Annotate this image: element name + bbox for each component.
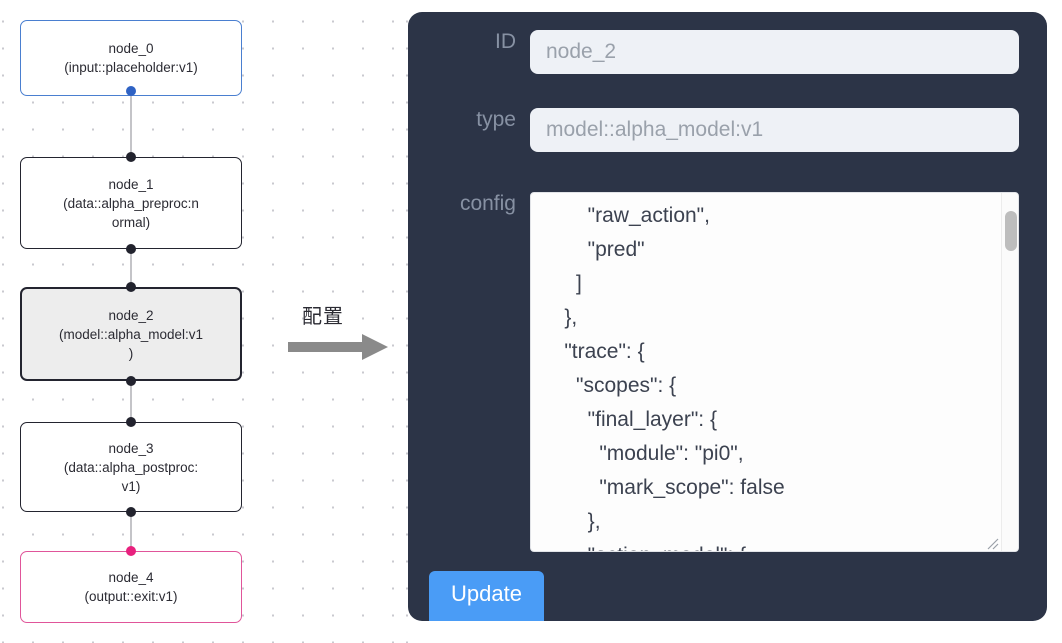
id-input[interactable] <box>530 30 1019 74</box>
config-textarea-container <box>530 192 1019 552</box>
update-button[interactable]: Update <box>429 571 544 621</box>
graph-node-label: node_0 (input::placeholder:v1) <box>64 41 198 75</box>
graph-node-node_3[interactable]: node_3 (data::alpha_postproc: v1) <box>20 422 242 512</box>
graph-node-node_0[interactable]: node_0 (input::placeholder:v1) <box>20 20 242 96</box>
graph-node-label: node_3 (data::alpha_postproc: v1) <box>63 440 199 494</box>
config-scrollbar[interactable] <box>1001 193 1018 551</box>
edge-node3-node4 <box>130 508 133 553</box>
port-node3-input[interactable] <box>126 417 136 427</box>
port-node1-input[interactable] <box>126 152 136 162</box>
port-node3-output[interactable] <box>126 507 136 517</box>
field-row-type: type <box>422 108 1019 152</box>
port-node0-output[interactable] <box>126 86 136 96</box>
edge-node0-node1 <box>130 92 133 162</box>
id-field-label: ID <box>495 30 516 53</box>
graph-node-label: node_2 (model::alpha_model:v1 ) <box>58 307 204 361</box>
graph-canvas-gutter <box>404 0 408 643</box>
graph-node-label: node_4 (output::exit:v1) <box>84 570 178 604</box>
type-input[interactable] <box>530 108 1019 152</box>
graph-node-node_1[interactable]: node_1 (data::alpha_preproc:n ormal) <box>20 157 242 249</box>
port-node4-input[interactable] <box>126 546 136 556</box>
field-row-id: ID <box>422 30 1019 74</box>
port-node2-output[interactable] <box>126 376 136 386</box>
edge-node2-node3 <box>130 377 133 427</box>
graph-node-label: node_1 (data::alpha_preproc:n ormal) <box>63 176 199 230</box>
graph-node-node_4[interactable]: node_4 (output::exit:v1) <box>20 551 242 623</box>
field-row-config: config <box>422 192 1019 552</box>
resize-handle-icon[interactable] <box>983 534 999 550</box>
config-field-label: config <box>459 192 516 215</box>
graph-node-node_2[interactable]: node_2 (model::alpha_model:v1 ) <box>20 287 242 381</box>
port-node1-output[interactable] <box>126 244 136 254</box>
edge-node1-node2 <box>130 245 133 292</box>
port-node2-input[interactable] <box>126 282 136 292</box>
type-field-label: type <box>476 108 516 131</box>
graph-canvas[interactable]: node_0 (input::placeholder:v1) node_1 (d… <box>0 0 404 643</box>
config-textarea[interactable] <box>531 193 1018 551</box>
config-scrollbar-thumb[interactable] <box>1005 211 1017 251</box>
node-config-panel: ID type config Update <box>408 12 1047 621</box>
